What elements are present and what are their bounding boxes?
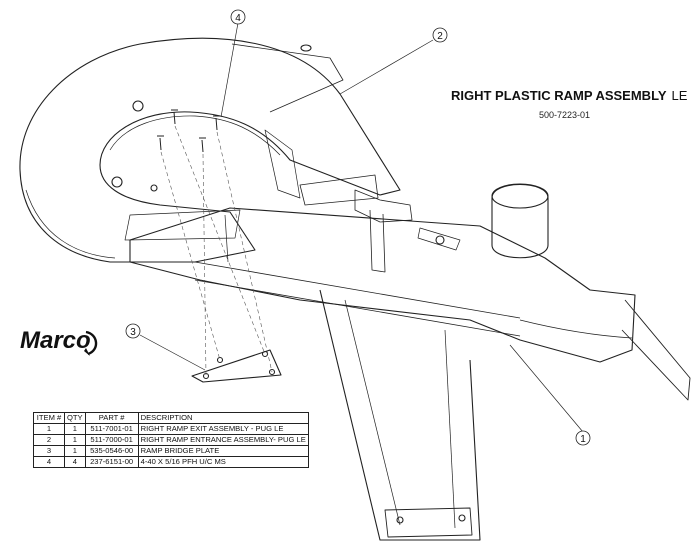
- bom-cell-item: 1: [33, 423, 65, 435]
- bom-cell-part: 511-7001-01: [84, 423, 139, 435]
- table-row: 1 1 511-7001-01 RIGHT RAMP EXIT ASSEMBLY…: [33, 423, 309, 435]
- drawing-title: RIGHT PLASTIC RAMP ASSEMBLY LE: [451, 88, 687, 103]
- screws: [157, 109, 220, 153]
- bill-of-materials-table: ITEM # QTY PART # DESCRIPTION 1 1 511-70…: [33, 412, 309, 468]
- bom-cell-qty: 1: [64, 423, 86, 435]
- bom-header-description: DESCRIPTION: [137, 412, 309, 424]
- bom-cell-qty: 1: [64, 445, 86, 457]
- marco-logo-text: Marco: [20, 327, 91, 354]
- bom-cell-description: 4-40 X 5/16 PFH U/C MS: [137, 456, 309, 468]
- callout-3-label: 3: [130, 327, 136, 338]
- leader-lines: [139, 22, 584, 433]
- bom-header-qty: QTY: [64, 412, 86, 424]
- ramp-entrance-assembly: [19, 37, 401, 263]
- bom-header-row: ITEM # QTY PART # DESCRIPTION: [33, 412, 309, 424]
- drawing-title-suffix: LE: [671, 88, 688, 103]
- bom-cell-qty: 4: [64, 456, 86, 468]
- bom-cell-description: RIGHT RAMP EXIT ASSEMBLY - PUG LE: [137, 423, 309, 435]
- callout-2: 2: [432, 27, 448, 43]
- bom-cell-item: 2: [33, 434, 65, 446]
- bom-cell-item: 3: [33, 445, 65, 457]
- callout-1-label: 1: [580, 434, 586, 445]
- callout-1: 1: [575, 430, 591, 446]
- assembly-guide-lines: [160, 125, 273, 377]
- callout-3: 3: [125, 323, 141, 339]
- table-row: 4 4 237-6151-00 4-40 X 5/16 PFH U/C MS: [33, 456, 309, 468]
- bom-cell-qty: 1: [64, 434, 86, 446]
- ramp-exit-assembly: [129, 183, 691, 541]
- callout-4: 4: [230, 9, 246, 25]
- drawing-title-text: RIGHT PLASTIC RAMP ASSEMBLY: [451, 88, 667, 103]
- bom-header-part: PART #: [84, 412, 139, 424]
- bom-cell-item: 4: [33, 456, 65, 468]
- bom-cell-part: 237-6151-00: [84, 456, 139, 468]
- bom-header-item: ITEM #: [33, 412, 65, 424]
- bom-cell-part: 535-0546-00: [84, 445, 139, 457]
- bom-cell-description: RAMP BRIDGE PLATE: [137, 445, 309, 457]
- table-row: 3 1 535-0546-00 RAMP BRIDGE PLATE: [33, 445, 309, 457]
- bom-cell-part: 511-7000-01: [84, 434, 139, 446]
- bom-cell-description: RIGHT RAMP ENTRANCE ASSEMBLY- PUG LE: [137, 434, 309, 446]
- ramp-bridge-plate: [191, 349, 282, 383]
- callout-2-label: 2: [437, 31, 443, 42]
- drawing-part-number: 500-7223-01: [539, 110, 591, 120]
- callout-4-label: 4: [235, 13, 241, 24]
- table-row: 2 1 511-7000-01 RIGHT RAMP ENTRANCE ASSE…: [33, 434, 309, 446]
- marco-logo: Marco: [20, 327, 98, 356]
